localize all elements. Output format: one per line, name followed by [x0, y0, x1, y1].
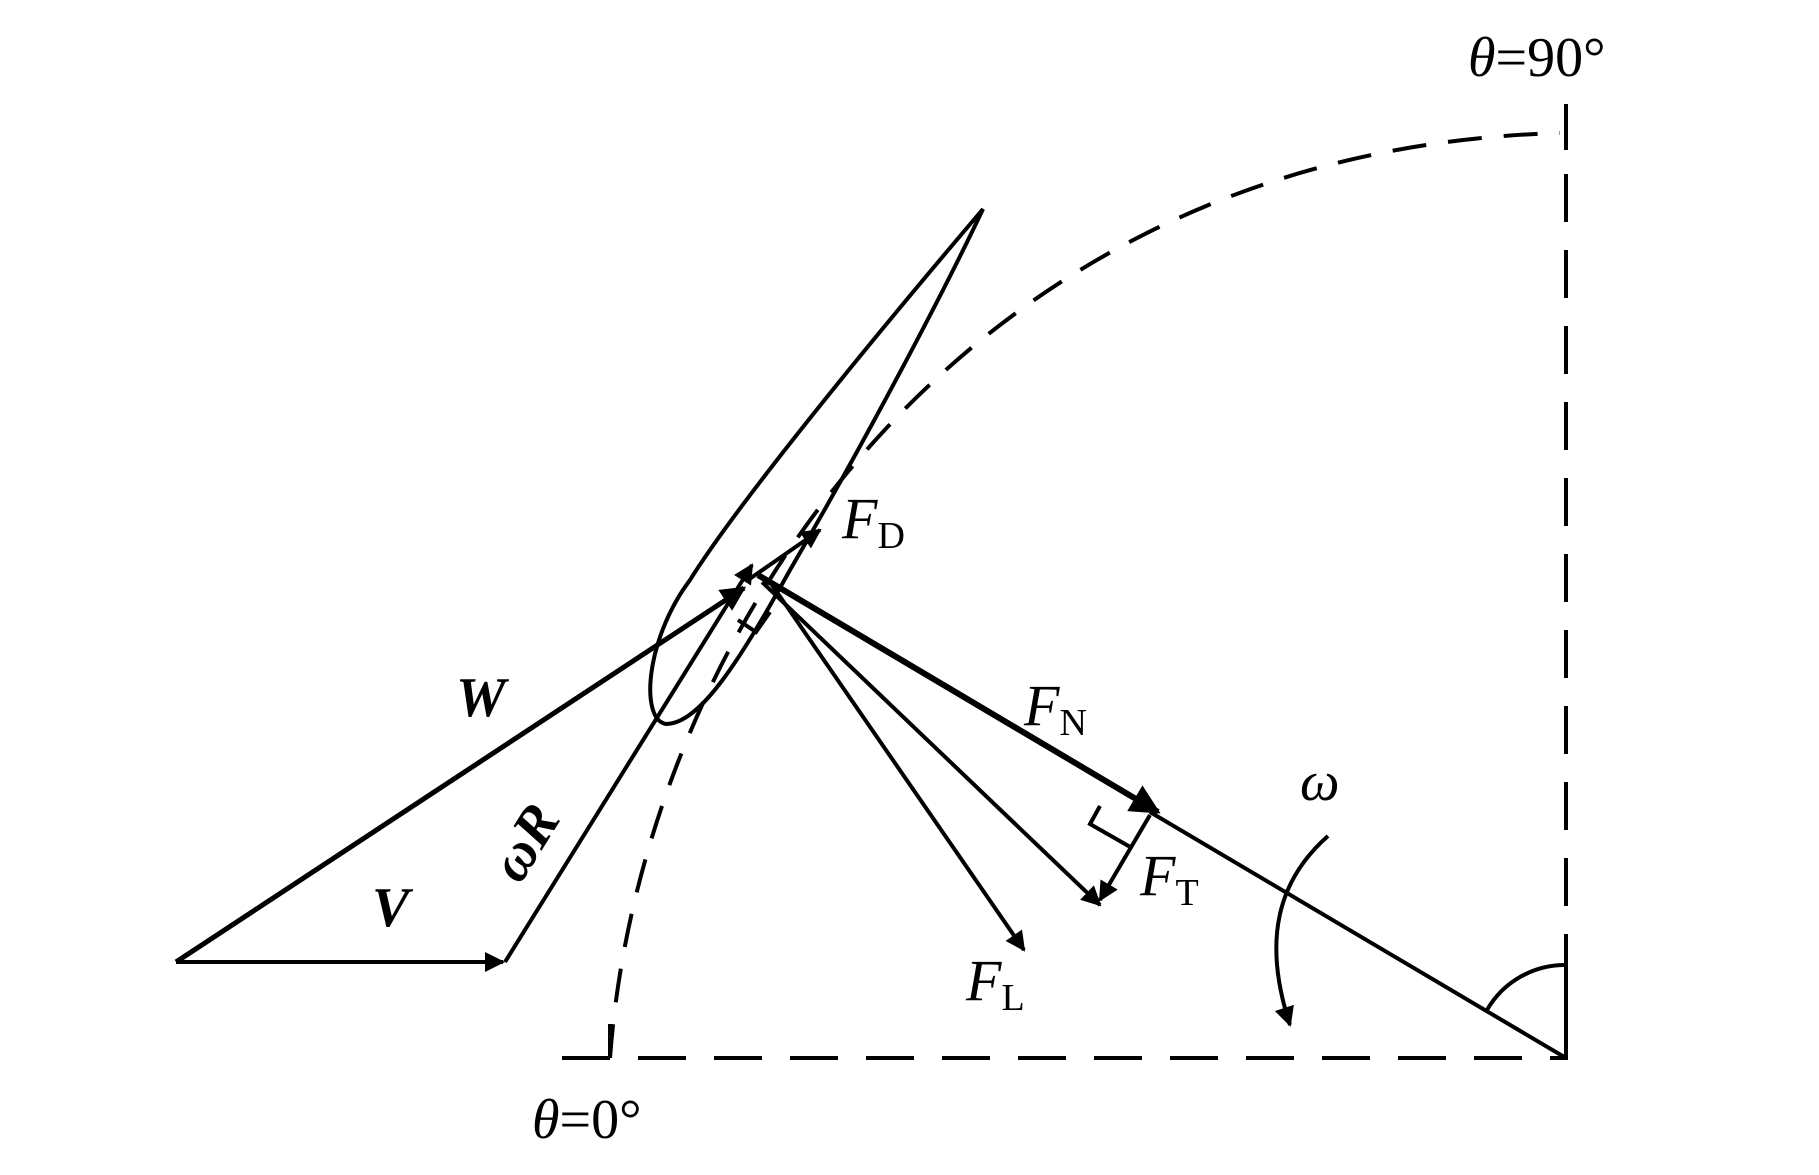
- resultant-force-vector: [760, 580, 1102, 907]
- lift-force-FL-vector: [768, 580, 1026, 952]
- angle-arc: [1485, 962, 1567, 1012]
- FN-label: FN: [1023, 673, 1087, 744]
- FT-label: FT: [1139, 843, 1199, 914]
- FD-label: FD: [841, 486, 905, 557]
- normal-force-FN-vector: [756, 572, 1161, 815]
- tangential-force-FT-vector: [1098, 813, 1152, 902]
- W-label: W: [456, 667, 510, 729]
- velocity-omegaR-vector: [503, 563, 754, 964]
- rotation-direction-arrow: [1274, 834, 1330, 1027]
- drag-force-FD-vector: [746, 528, 822, 582]
- V-label: V: [372, 877, 414, 939]
- theta-90-label: θ=90°: [1468, 27, 1606, 89]
- radius-line: [1148, 810, 1568, 1060]
- FL-label: FL: [965, 948, 1025, 1019]
- omega-label: ω: [1300, 751, 1340, 813]
- right-angle-marker-blade: [736, 610, 772, 635]
- right-angle-marker-fn: [1087, 805, 1133, 850]
- theta-0-label: θ=0°: [532, 1089, 642, 1151]
- velocity-W-vector: [174, 585, 747, 965]
- rotation-path-arc: [608, 131, 1561, 1059]
- airfoil-blade: [648, 207, 985, 727]
